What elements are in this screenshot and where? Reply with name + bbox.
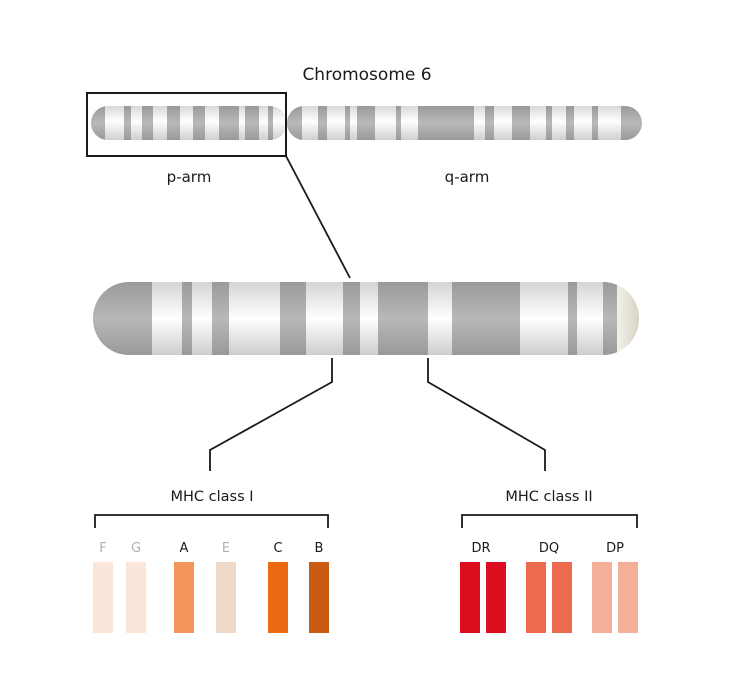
gene-bar-a: [174, 562, 194, 633]
gene-label-dr: DR: [471, 541, 490, 556]
p-arm-label: p-arm: [167, 168, 212, 186]
gene-bar-dp-1: [592, 562, 612, 633]
gene-bar-f: [93, 562, 113, 633]
q-arm-label: q-arm: [445, 168, 490, 186]
gene-bar-dr-1: [460, 562, 480, 633]
gene-label-b: B: [315, 541, 324, 556]
p-arm-chromosome: [91, 106, 287, 140]
gene-bar-dp-2: [618, 562, 638, 633]
connector-class-ii: [427, 358, 546, 471]
gene-label-dp: DP: [606, 541, 624, 556]
gene-bar-dq-2: [552, 562, 572, 633]
gene-bar-b: [309, 562, 329, 633]
gene-label-f: F: [99, 541, 106, 556]
q-arm-chromosome: [287, 106, 642, 140]
zoomed-p-arm-chromosome: [93, 282, 639, 355]
gene-bar-dr-2: [486, 562, 506, 633]
gene-label-a: A: [180, 541, 189, 556]
gene-bar-c: [268, 562, 288, 633]
gene-label-e: E: [222, 541, 230, 556]
zoom-line: [285, 155, 351, 279]
p-arm-selection-box: [86, 92, 287, 157]
gene-bar-e: [216, 562, 236, 633]
gene-bar-g: [126, 562, 146, 633]
mhc-class-i-genes: F G A E C B: [93, 541, 329, 633]
gene-label-dq: DQ: [539, 541, 559, 556]
chromosome-title: Chromosome 6: [302, 65, 431, 85]
gene-bar-dq-1: [526, 562, 546, 633]
bracket-class-i: [94, 514, 329, 528]
gene-label-g: G: [131, 541, 141, 556]
connector-class-i: [209, 358, 333, 471]
mhc-class-ii-label: MHC class II: [505, 489, 592, 505]
bracket-class-ii: [461, 514, 638, 528]
gene-label-c: C: [273, 541, 282, 556]
mhc-class-ii-genes: DR DQ DP: [460, 541, 638, 633]
mhc-class-i-label: MHC class I: [170, 489, 253, 505]
